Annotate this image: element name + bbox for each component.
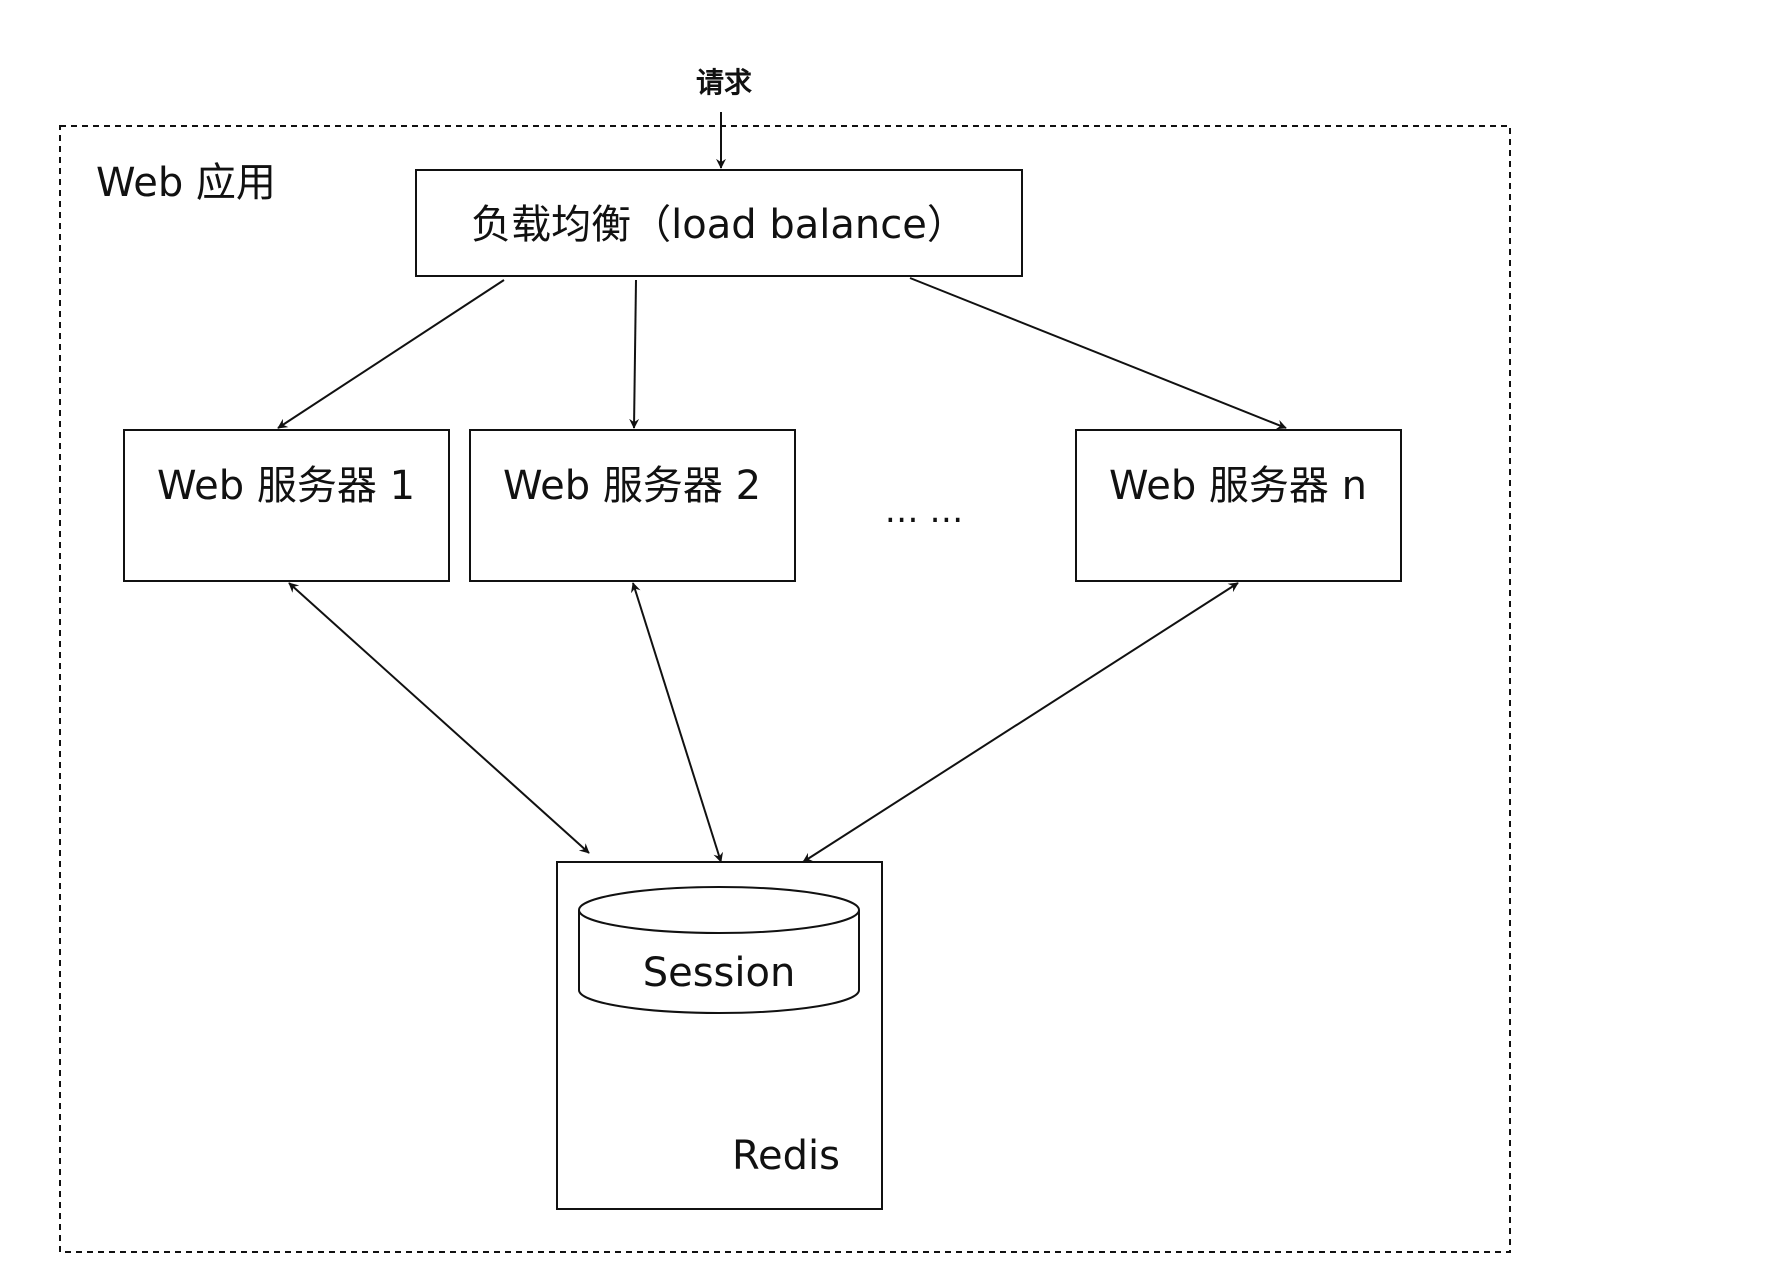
edge-web-server-1-to-redis xyxy=(288,582,590,854)
web-server-n-box xyxy=(1075,429,1402,582)
edge-load-balancer-to-web-server-n xyxy=(909,277,1287,430)
web-server-1-label: Web 服务器 1 xyxy=(157,463,415,509)
request-label: 请求 xyxy=(696,66,752,99)
load-balancer-box xyxy=(415,169,1023,277)
edge-web-server-n-to-redis xyxy=(802,582,1239,863)
load-balancer-label: 负载均衡（load balance） xyxy=(471,202,967,248)
edge-web-server-2-to-redis xyxy=(630,582,724,863)
redis-label: Redis xyxy=(732,1133,840,1179)
edge-load-balancer-to-web-server-1 xyxy=(277,279,505,429)
web-app-label: Web 应用 xyxy=(96,160,276,206)
session-label: Session xyxy=(643,950,796,996)
web-app-container xyxy=(59,125,1511,1253)
session-database-icon xyxy=(578,886,860,1014)
ellipsis: … … xyxy=(885,491,964,531)
web-server-n-label: Web 服务器 n xyxy=(1109,463,1367,509)
web-server-1-box xyxy=(123,429,450,582)
edge-load-balancer-to-web-server-2 xyxy=(629,279,640,429)
web-server-2-label: Web 服务器 2 xyxy=(503,463,761,509)
web-server-2-box xyxy=(469,429,796,582)
